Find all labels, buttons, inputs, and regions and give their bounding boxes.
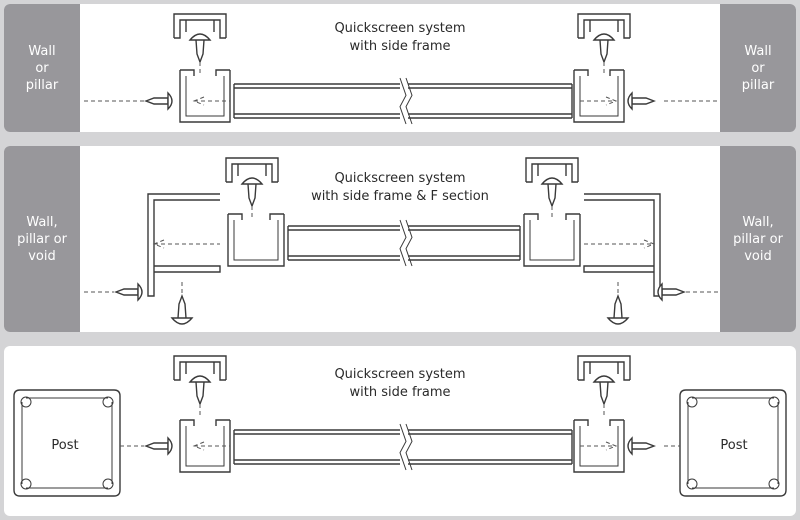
post-label-left: Post [51, 438, 78, 453]
push-pin-head [592, 375, 616, 383]
push-pin-stem [195, 39, 205, 64]
wall-label-left: Wall or pillar [25, 43, 59, 93]
side-frame-left [227, 213, 285, 267]
wall-block-right: Wall, pillar or void [720, 146, 796, 332]
diagram-panel-side-frame-wall: Wall or pillar Wall or pillar Quickscree… [4, 4, 796, 132]
post-corner-channel [102, 396, 114, 408]
post-inner [687, 397, 779, 489]
post-outer [13, 389, 121, 497]
push-pin-head [540, 177, 564, 185]
push-pin-stem [599, 381, 609, 406]
side-frame-left-inner [233, 220, 279, 261]
screw-shaft [661, 288, 686, 296]
break-mark [399, 219, 413, 267]
top-cap-clip [525, 157, 579, 183]
arrow-right [580, 441, 618, 451]
panel-title: Quickscreen system with side frame [334, 21, 466, 54]
f-section-right [583, 193, 661, 297]
screw-shaft [631, 97, 656, 105]
screw-head [657, 282, 663, 302]
screw-shaft [144, 97, 169, 105]
screen-slat [233, 429, 573, 465]
post-corner-channel [686, 396, 698, 408]
post-inner [21, 397, 113, 489]
push-pin-stem [177, 294, 187, 319]
push-pin-head [170, 317, 194, 325]
screw-head [167, 436, 173, 456]
arrow-right [580, 96, 618, 106]
push-pin-head [240, 177, 264, 185]
push-pin-stem [247, 183, 257, 208]
side-frame-right-inner [529, 220, 575, 261]
push-pin-head [188, 33, 212, 41]
side-frame-right-inner [579, 426, 619, 467]
side-frame-right [523, 213, 581, 267]
diagram-panel-f-section: Wall, pillar or void Wall, pillar or voi… [4, 146, 796, 332]
post-corner-channel [20, 478, 32, 490]
side-frame-left-inner [185, 76, 225, 117]
post-corner-channel [686, 478, 698, 490]
push-pin-stem [613, 294, 623, 319]
post-drawing: Post Post [13, 355, 787, 497]
screw-shaft [144, 442, 169, 450]
screw-shaft [114, 288, 139, 296]
panel-title: Quickscreen system with side frame [334, 367, 466, 400]
top-cap-clip [225, 157, 279, 183]
screen-slat [287, 225, 521, 261]
push-pin-stem [195, 381, 205, 406]
screen-slat [233, 83, 573, 119]
wall-label-right: Wall, pillar or void [733, 214, 783, 264]
side-frame-right [573, 419, 625, 473]
arrow-right [584, 239, 656, 249]
screw-head [627, 436, 633, 456]
screw-head [167, 91, 173, 111]
wall-block-left: Wall or pillar [4, 4, 80, 132]
side-frame-right [573, 69, 625, 123]
push-pin-stem [599, 39, 609, 64]
break-mark [399, 77, 413, 125]
wall-label-right: Wall or pillar [741, 43, 775, 93]
screw-shaft [631, 442, 656, 450]
side-frame-left [179, 69, 231, 123]
side-frame-right-inner [579, 76, 619, 117]
wall-block-right: Wall or pillar [720, 4, 796, 132]
break-mark [399, 423, 413, 471]
post-corner-channel [768, 396, 780, 408]
post-outer [679, 389, 787, 497]
screw-head [137, 282, 143, 302]
panel-title: Quickscreen system with side frame & F s… [311, 171, 489, 204]
push-pin-head [592, 33, 616, 41]
push-pin-head [606, 317, 630, 325]
arrow-left [192, 96, 230, 106]
top-cap-clip [577, 355, 631, 381]
f-section-drawing [84, 157, 720, 325]
push-pin-stem [547, 183, 557, 208]
f-section-left [147, 193, 221, 297]
side-frame-drawing [84, 13, 720, 125]
screw-head [627, 91, 633, 111]
wall-label-left: Wall, pillar or void [17, 214, 67, 264]
post-corner-channel [102, 478, 114, 490]
arrow-left [152, 239, 220, 249]
push-pin-head [188, 375, 212, 383]
wall-block-left: Wall, pillar or void [4, 146, 80, 332]
post-corner-channel [20, 396, 32, 408]
top-cap-clip [173, 355, 227, 381]
post-label-right: Post [720, 438, 747, 453]
top-cap-clip [577, 13, 631, 39]
top-cap-clip [173, 13, 227, 39]
arrow-left [192, 441, 230, 451]
post-corner-channel [768, 478, 780, 490]
